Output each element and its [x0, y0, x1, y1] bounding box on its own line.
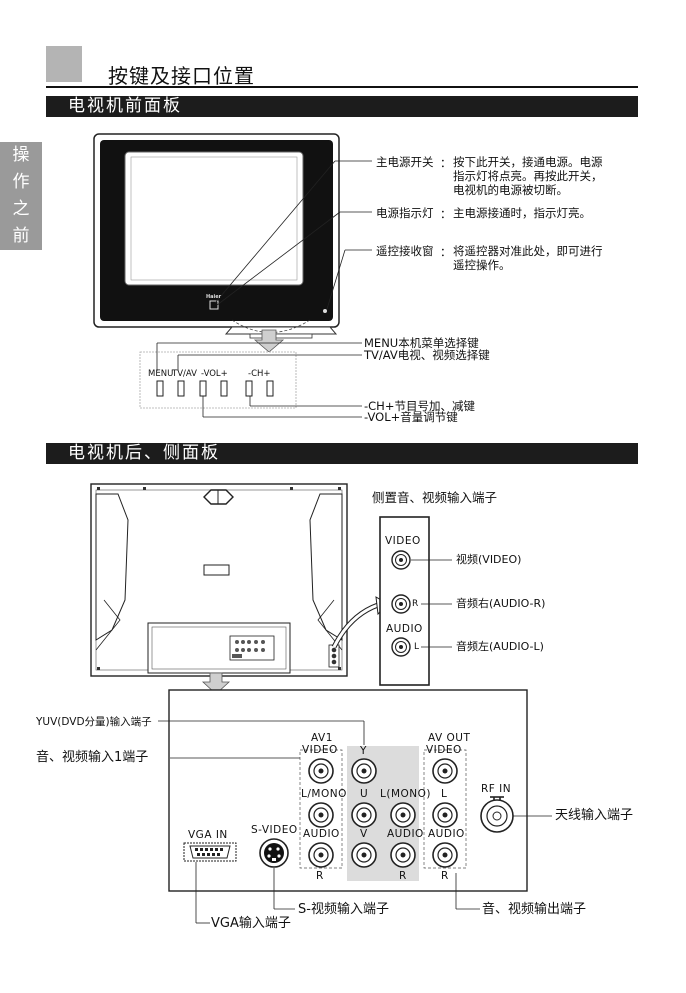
callout-indicator-name: 电源指示灯 [376, 206, 434, 220]
callout-ch: -CH+节目号加、减键 [364, 399, 475, 413]
header-square [46, 46, 82, 82]
down-arrow-front [253, 329, 285, 353]
svideo-jack [259, 838, 289, 868]
button-label-ch: -CH+ [248, 369, 271, 379]
side-callout-video: 视频(VIDEO) [456, 553, 522, 566]
colon: ： [440, 156, 452, 170]
av1-jacks [308, 758, 334, 868]
side-audio-label: AUDIO [386, 623, 423, 635]
side-callout-audio-l: 音频左(AUDIO-L) [456, 640, 544, 653]
avout-jacks [432, 758, 458, 868]
colon: ： [440, 245, 452, 259]
callout-vol: -VOL+音量调节键 [364, 410, 458, 424]
side-tab: 操 作 之 前 [0, 142, 42, 250]
rear-yuv-r-label: R [399, 870, 407, 882]
button-callout-lines [156, 342, 362, 418]
button-box [139, 351, 297, 409]
tv-back [90, 483, 348, 677]
rear-v-label: V [360, 828, 368, 840]
rear-callout-svideo: S-视频输入端子 [298, 902, 389, 917]
callout-tvav: TV/AV电视、视频选择键 [364, 348, 490, 362]
rear-rfin-label: RF IN [481, 783, 512, 795]
rear-vga-label: VGA IN [188, 829, 228, 841]
side-l-label: L [414, 642, 420, 652]
front-buttons [156, 380, 274, 397]
side-r-label: R [412, 599, 419, 609]
down-arrow-rear [201, 672, 231, 695]
rear-yuv-audio-label: AUDIO [387, 828, 424, 840]
tv-front [93, 133, 340, 339]
rear-avout-r-label: R [441, 870, 449, 882]
rear-callout-antenna: 天线输入端子 [555, 808, 634, 823]
title-rule [46, 86, 638, 88]
rear-callout-vga: VGA输入端子 [211, 916, 291, 931]
rear-callout-av1: 音、视频输入1端子 [36, 750, 149, 765]
callout-remote-name: 遥控接收窗 [376, 244, 434, 258]
callout-menu: MENU本机菜单选择键 [364, 336, 479, 350]
yuv-jacks [351, 758, 416, 868]
rear-avout-label: AV OUT [428, 732, 471, 744]
button-label-tvav: TV/AV [172, 369, 197, 379]
button-label-menu: MENU [148, 369, 174, 379]
colon: ： [440, 207, 452, 221]
rear-av1-video-label: VIDEO [302, 744, 338, 756]
rear-avout-l-label: L [441, 788, 448, 800]
brand-logo: Haier [206, 294, 222, 300]
rear-avout-video-label: VIDEO [426, 744, 462, 756]
group-boxes [299, 749, 467, 869]
vga-port [183, 842, 237, 862]
rear-av1-audio-label: AUDIO [303, 828, 340, 840]
side-tab-char: 操 [12, 145, 30, 165]
rear-callout-yuv: YUV(DVD分量)输入端子 [36, 716, 152, 728]
rear-av1-r-label: R [316, 870, 324, 882]
side-tab-char: 之 [12, 199, 30, 219]
rear-callout-lines [158, 720, 552, 924]
callout-power-desc: 按下此开关，接通电源。电源指示灯将点亮。再按此开关，电视机的电源被切断。 [453, 155, 603, 197]
rear-callout-avout: 音、视频输出端子 [482, 902, 587, 917]
side-tab-char: 前 [12, 226, 30, 246]
side-tab-char: 作 [12, 172, 30, 192]
rear-u-label: U [360, 788, 369, 800]
rear-lmono2-label: L(MONO) [380, 788, 431, 800]
front-callout-lines [214, 160, 372, 310]
side-callout-audio-r: 音频右(AUDIO-R) [456, 597, 546, 610]
section-header-back: 电视机后、侧面板 [46, 443, 638, 464]
rear-av1-lmono-label: L/MONO [301, 788, 347, 800]
button-label-vol: -VOL+ [201, 369, 228, 379]
callout-indicator-desc: 主电源接通时，指示灯亮。 [453, 206, 591, 220]
side-video-label: VIDEO [385, 535, 421, 547]
callout-remote-desc: 将遥控器对准此处，即可进行遥控操作。 [453, 244, 603, 272]
section-header-front: 电视机前面板 [46, 96, 638, 117]
rear-y-label: Y [360, 745, 367, 757]
side-jacks [391, 550, 411, 657]
callout-power-name: 主电源开关 [376, 155, 434, 169]
side-title: 侧置音、视频输入端子 [372, 490, 498, 505]
rear-av1-label: AV1 [311, 732, 333, 744]
rear-svideo-label: S-VIDEO [251, 824, 298, 836]
page-title: 按键及接口位置 [108, 64, 255, 88]
side-callout-lines [411, 559, 452, 648]
rf-in-jack [480, 796, 514, 833]
rear-avout-audio-label: AUDIO [428, 828, 465, 840]
